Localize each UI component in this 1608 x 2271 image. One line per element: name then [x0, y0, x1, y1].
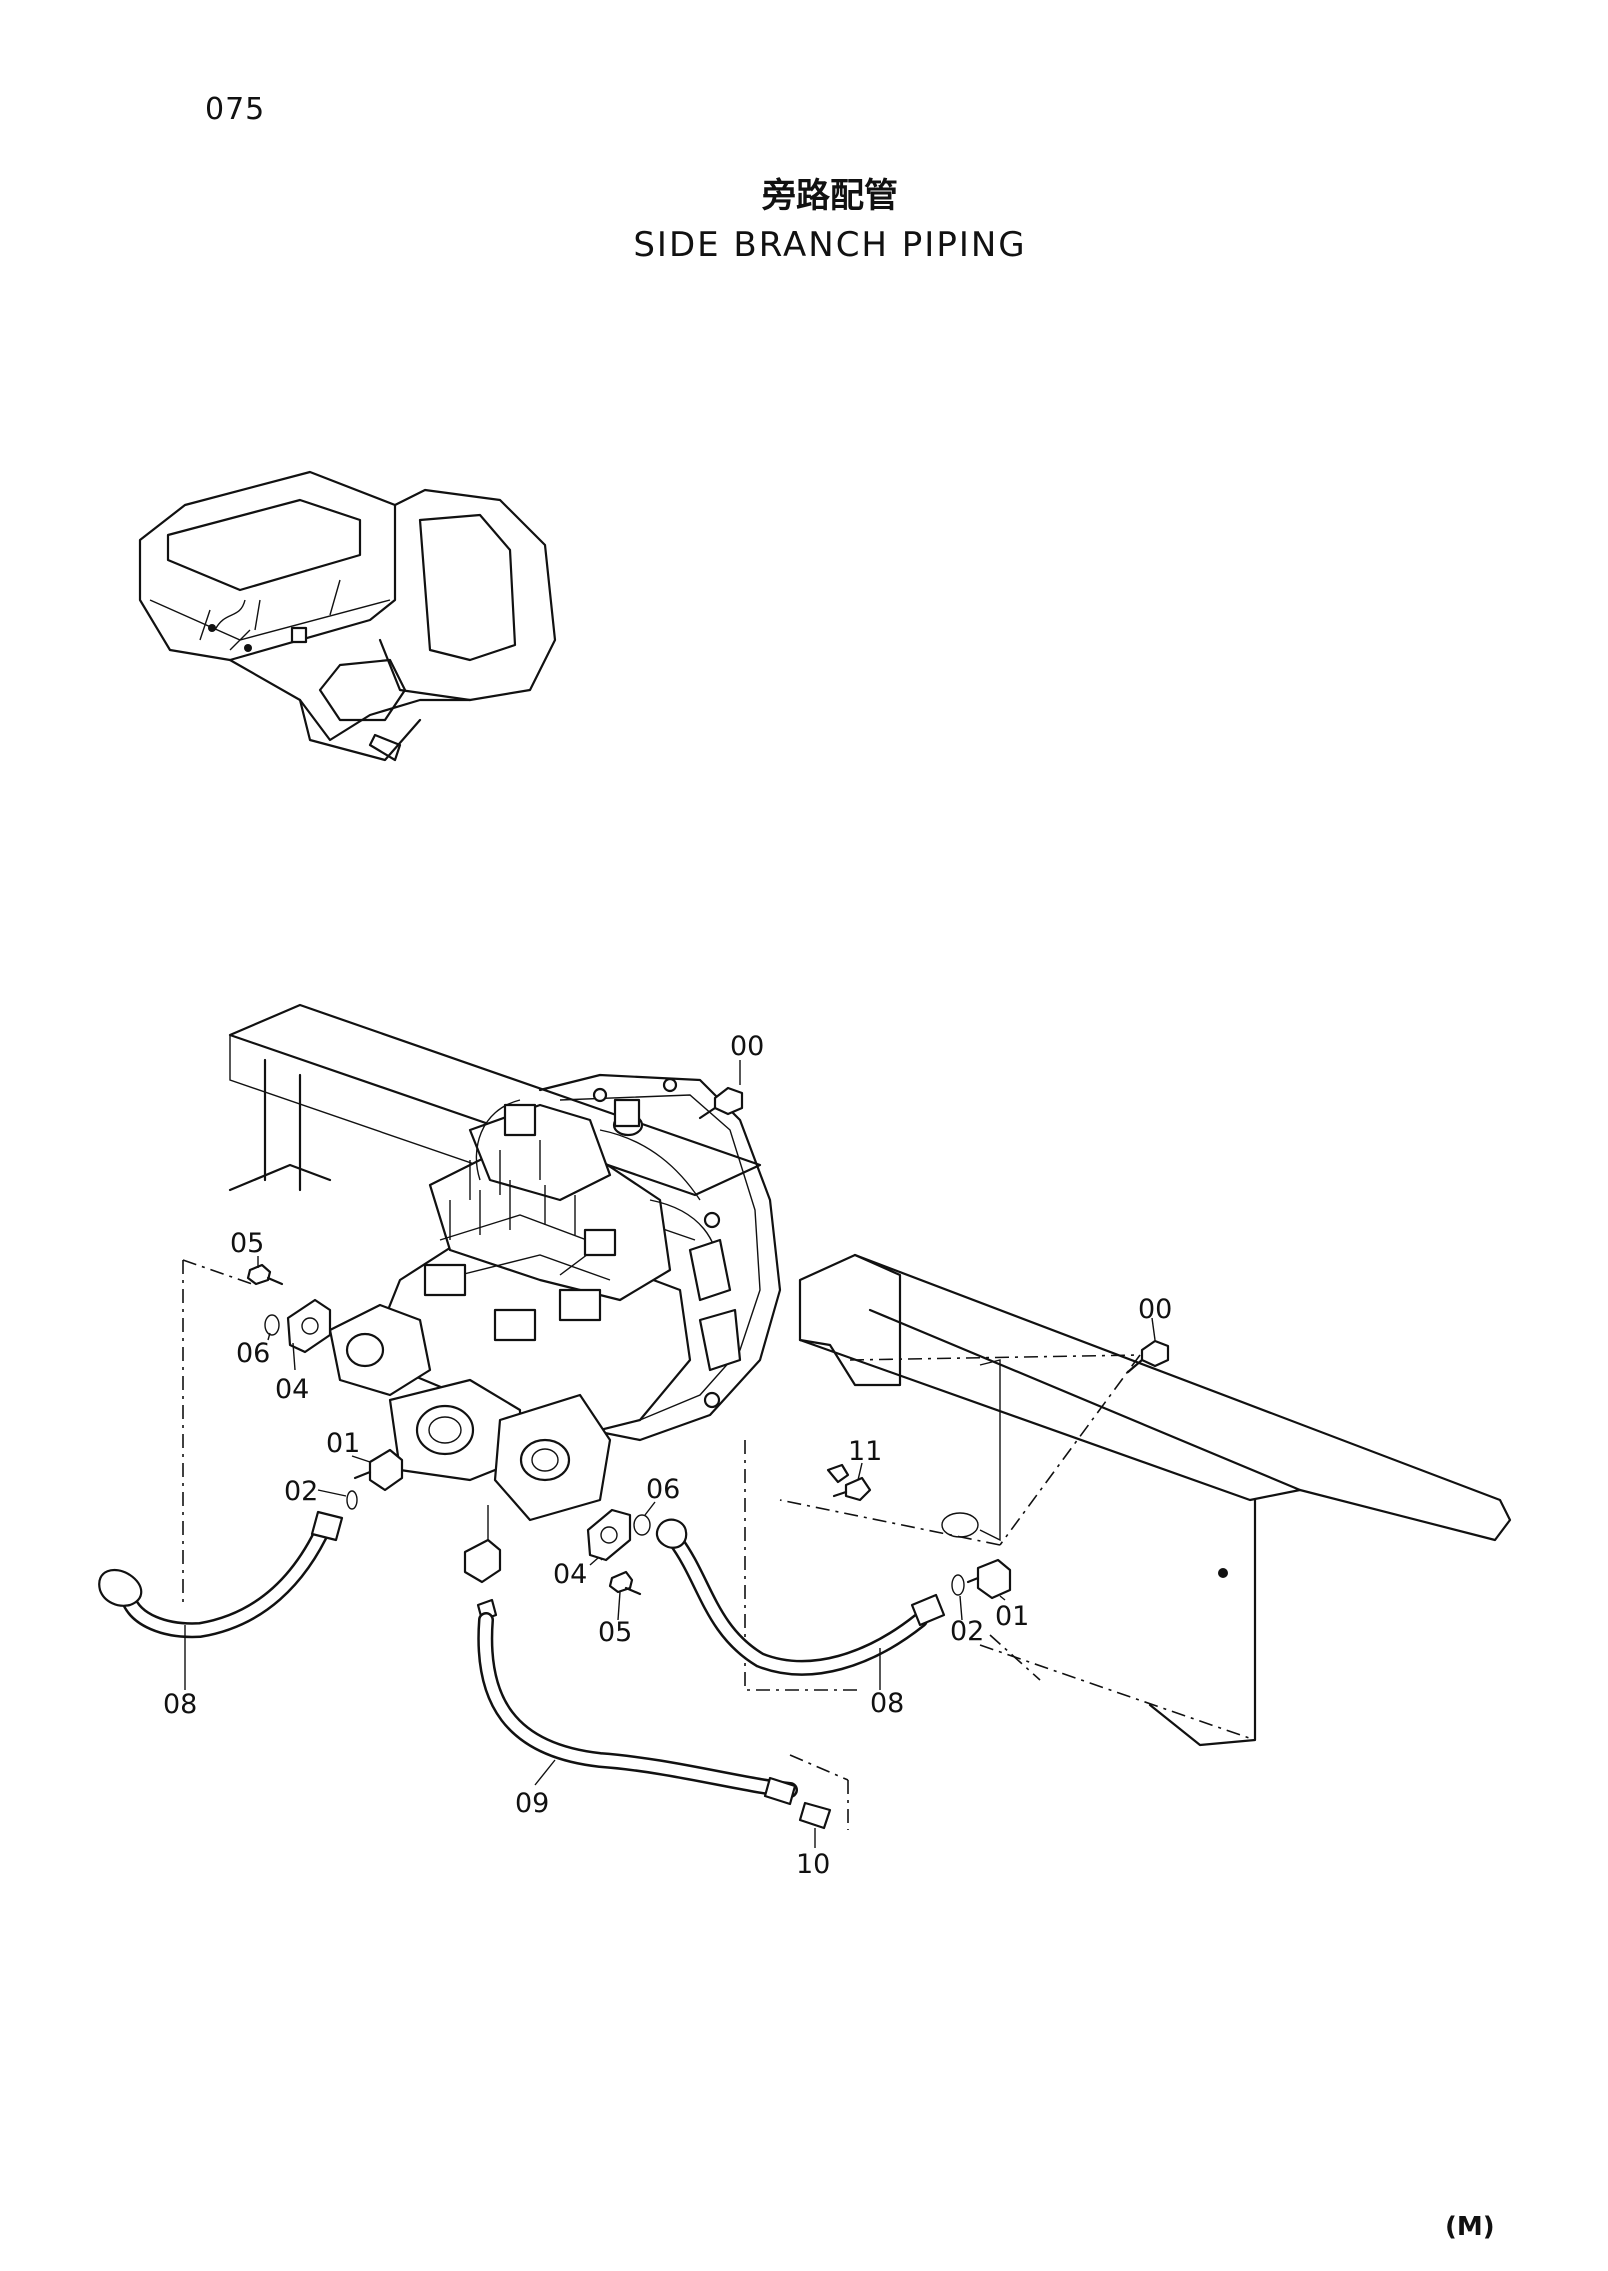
title-block: 旁路配管 SIDE BRANCH PIPING: [0, 168, 1608, 265]
callout-02-right: 02: [950, 1616, 984, 1647]
part-00-bolt-right: [1126, 1317, 1170, 1374]
part-09-hose-center: [463, 1505, 798, 1806]
page-number: 075: [205, 92, 266, 127]
excavator-overview-illustration: [138, 470, 557, 762]
callout-04-left: 04: [275, 1374, 309, 1405]
callout-04-mid: 04: [553, 1559, 587, 1590]
callout-11: 11: [848, 1436, 882, 1467]
callout-labels: 00 00 05 06 04 01 02 06 04 05 11 01 02 0…: [163, 1031, 1172, 1880]
callout-00-right: 00: [1138, 1294, 1172, 1325]
title-chinese: 旁路配管: [762, 176, 898, 216]
callout-00-top: 00: [730, 1031, 764, 1062]
left-flange-set: [246, 1263, 332, 1371]
part-11-bolt: [826, 1463, 872, 1502]
callout-06-left: 06: [236, 1338, 270, 1369]
part-08-hose-right: [655, 1518, 946, 1690]
pump-assembly: [328, 1073, 782, 1522]
callout-10: 10: [796, 1849, 830, 1880]
left-fittings: [346, 1448, 404, 1510]
leader-lines: [257, 1256, 1006, 1848]
part-10-fitting: [798, 1801, 832, 1830]
callout-01-left: 01: [326, 1428, 360, 1459]
right-fittings: [951, 1558, 1012, 1600]
callout-05-mid: 05: [598, 1617, 632, 1648]
callout-08-left: 08: [163, 1689, 197, 1720]
callout-08-right: 08: [870, 1688, 904, 1719]
callout-01-right: 01: [995, 1601, 1029, 1632]
manufacturer-mark: (M): [1445, 2212, 1495, 2242]
callout-02-left: 02: [284, 1476, 318, 1507]
base-frame: [182, 1003, 1512, 1830]
part-00-bolt-top: [698, 1060, 744, 1120]
title-english: SIDE BRANCH PIPING: [633, 225, 1027, 265]
middle-flange-set: [586, 1508, 651, 1596]
callout-09: 09: [515, 1788, 549, 1819]
part-08-hose-left: [98, 1510, 344, 1690]
callout-05-top: 05: [230, 1228, 264, 1259]
mark-letter: M: [1456, 2212, 1483, 2242]
callout-06-mid: 06: [646, 1474, 680, 1505]
